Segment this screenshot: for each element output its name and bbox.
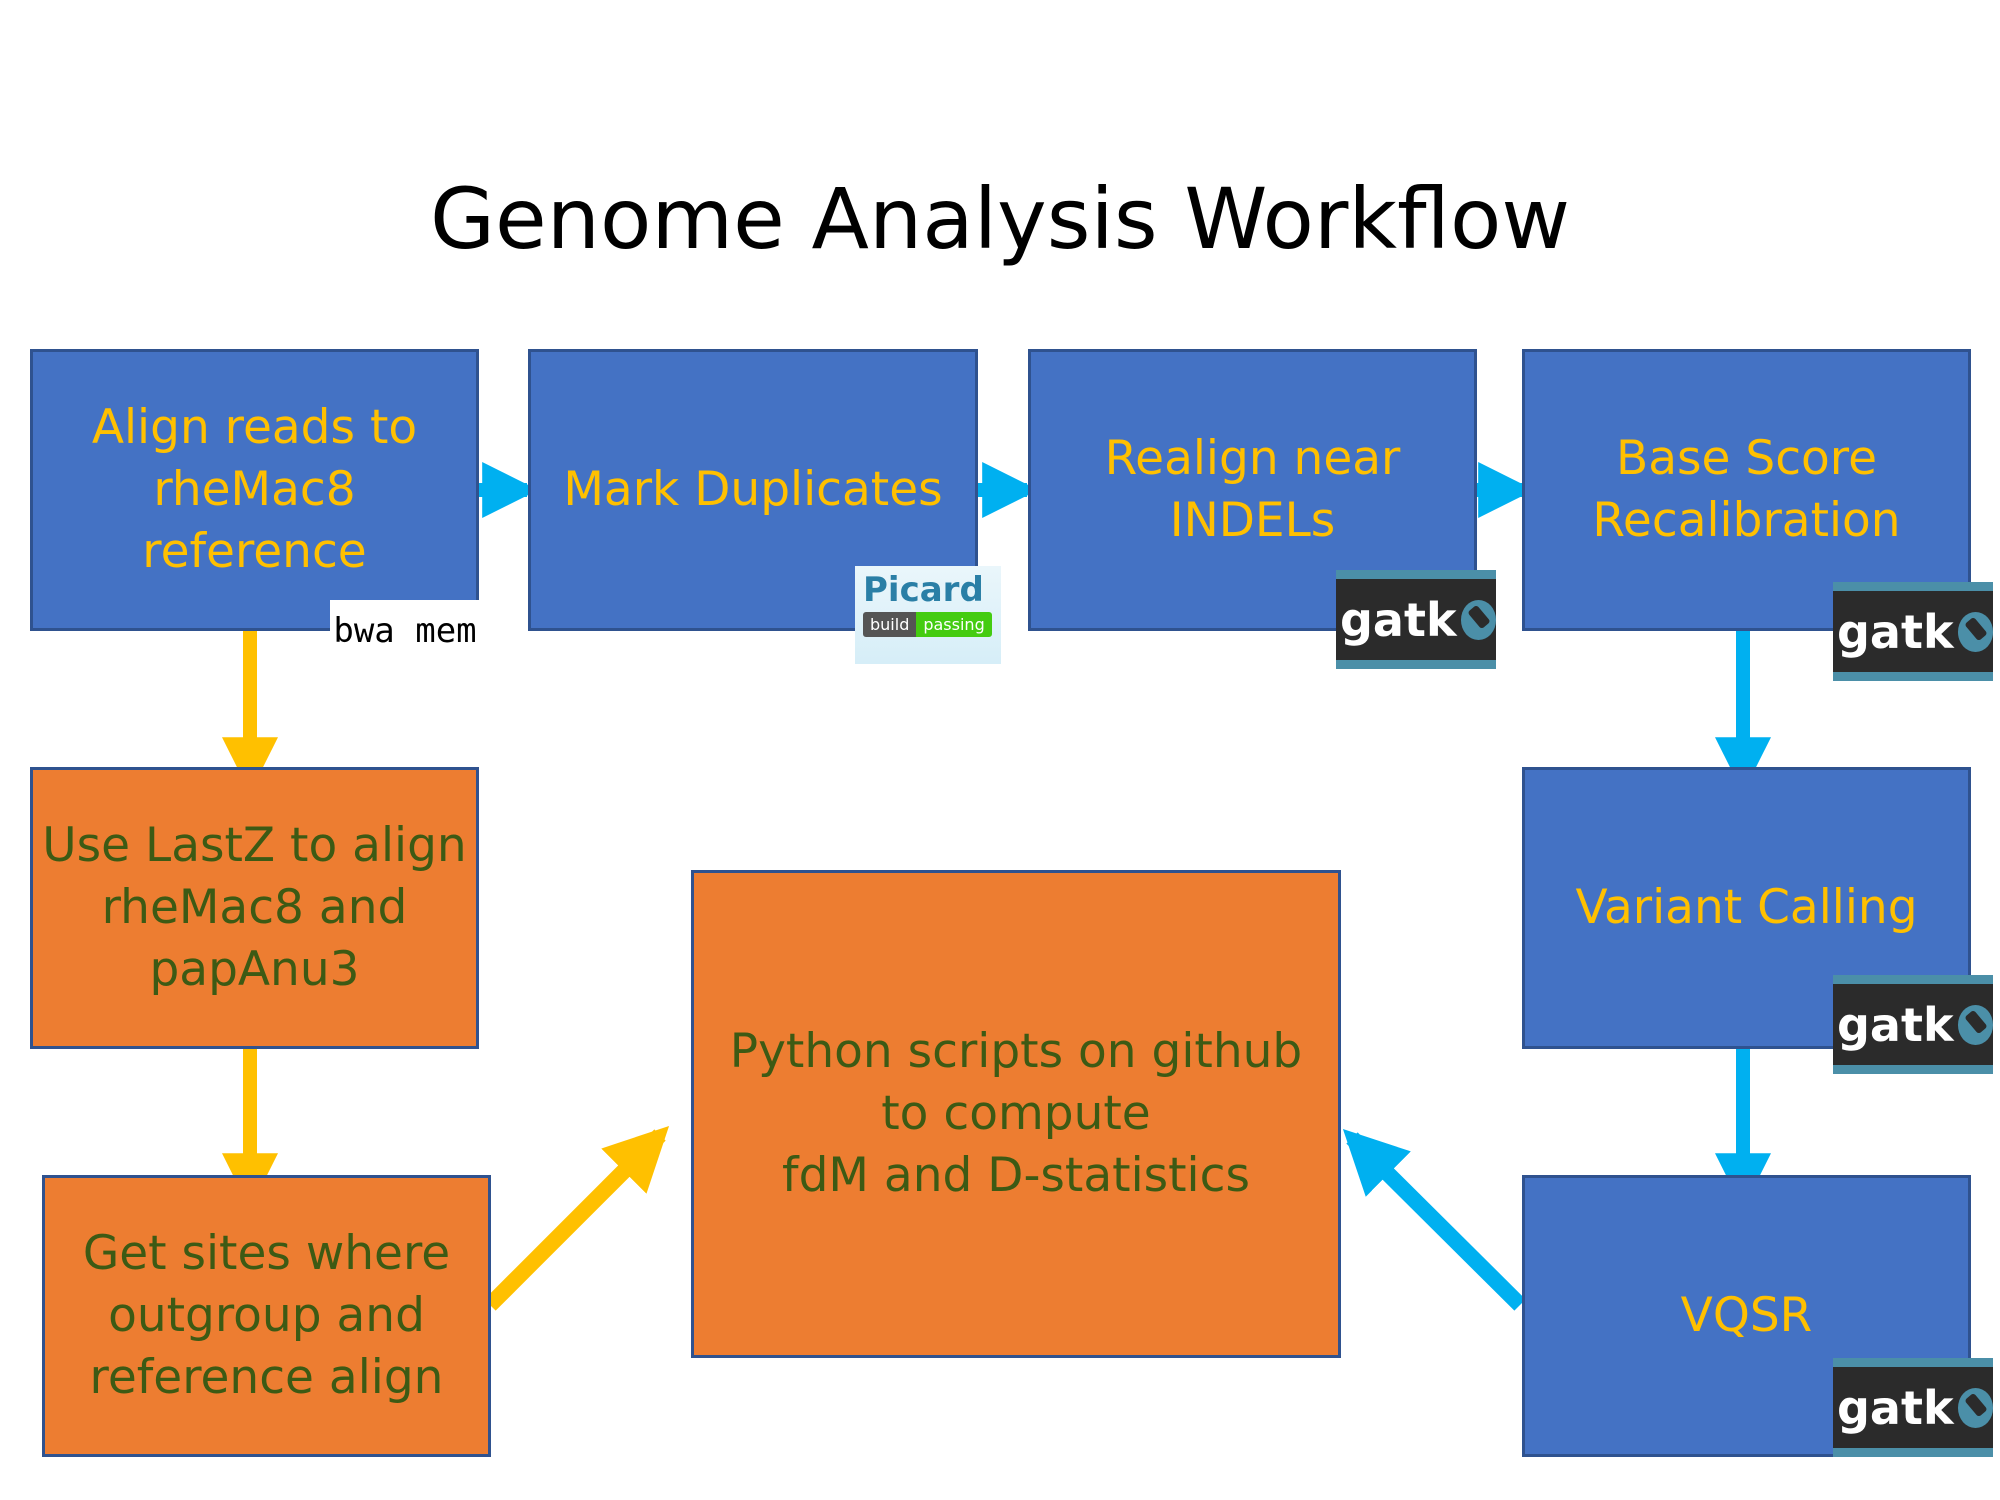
wrench-icon — [1957, 1387, 1993, 1428]
wrench-icon — [1957, 1004, 1993, 1045]
bwa-mem-tag: bwa mem — [330, 600, 480, 662]
step-python-label: Python scripts on github to compute fdM … — [729, 1023, 1303, 1204]
step-lastz-box: Use LastZ to align rheMac8 and papAnu3 — [30, 767, 479, 1049]
diagram-title: Genome Analysis Workflow — [429, 170, 1571, 268]
step-align-box: Align reads to rheMac8 reference — [30, 349, 479, 631]
gatk-text: gatk — [1837, 1380, 1954, 1435]
arrow-vqsr-to-python — [1342, 1128, 1526, 1311]
picard-badge-right: passing — [916, 612, 992, 637]
gatk-logo-realign: gatk — [1336, 570, 1496, 669]
gatk-text: gatk — [1340, 592, 1457, 647]
step-bqsr-box: Base Score Recalibration — [1522, 349, 1971, 631]
step-realign-label: Realign near INDELs — [1104, 430, 1401, 548]
step-markdup-label: Mark Duplicates — [563, 461, 943, 517]
step-vqsr-label: VQSR — [1680, 1287, 1813, 1343]
step-bqsr-label: Base Score Recalibration — [1592, 430, 1901, 548]
step-variant-label: Variant Calling — [1575, 879, 1918, 935]
step-align-label: Align reads to rheMac8 reference — [91, 399, 418, 580]
step-sites-box: Get sites where outgroup and reference a… — [42, 1175, 491, 1457]
arrow-sites-to-python — [484, 1125, 670, 1311]
picard-badge-left: build — [863, 612, 917, 637]
step-lastz-label: Use LastZ to align rheMac8 and papAnu3 — [42, 817, 467, 998]
gatk-logo-bqsr: gatk — [1833, 582, 1993, 681]
step-sites-label: Get sites where outgroup and reference a… — [82, 1225, 451, 1406]
step-python-box: Python scripts on github to compute fdM … — [691, 870, 1341, 1358]
wrench-icon — [1957, 611, 1993, 652]
gatk-text: gatk — [1837, 604, 1954, 659]
picard-logo: Picard build passing — [855, 566, 1001, 664]
gatk-logo-vqsr: gatk — [1833, 1358, 1993, 1457]
wrench-icon — [1460, 599, 1496, 640]
picard-build-badge: build passing — [863, 612, 993, 637]
picard-name: Picard — [863, 570, 984, 610]
step-vqsr-box: VQSR — [1522, 1175, 1971, 1457]
gatk-text: gatk — [1837, 997, 1954, 1052]
gatk-logo-variant: gatk — [1833, 975, 1993, 1074]
